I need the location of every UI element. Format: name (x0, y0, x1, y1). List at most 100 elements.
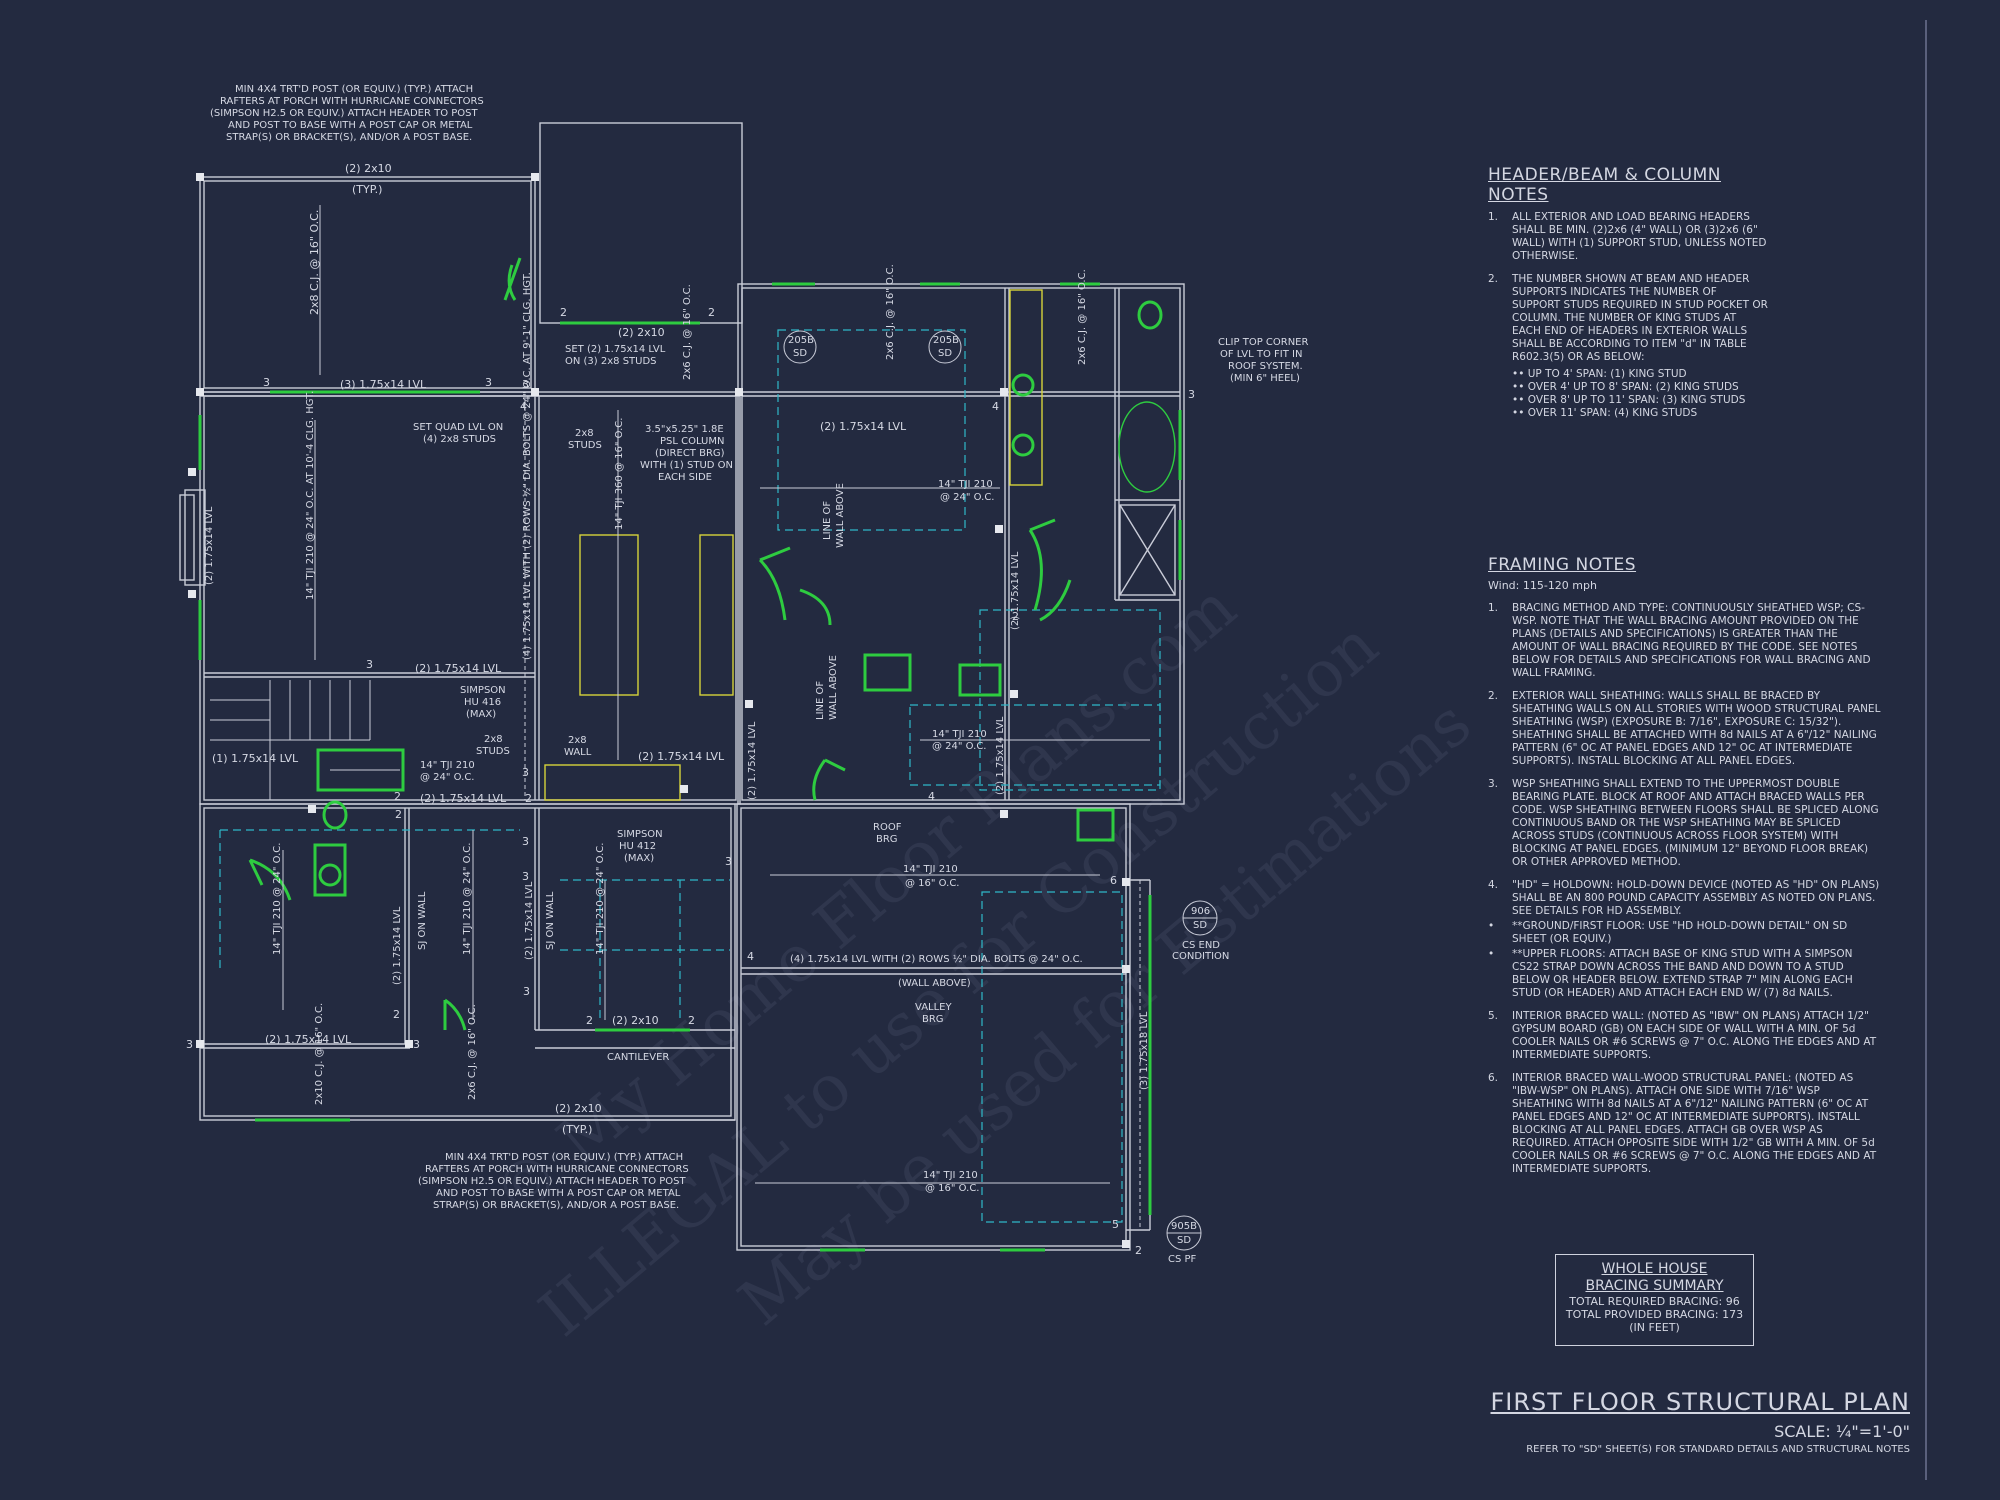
framing-note: 3.WSP SHEATHING SHALL EXTEND TO THE UPPE… (1488, 778, 1879, 868)
porch-post-note-top-4: AND POST TO BASE WITH A POST CAP OR META… (228, 120, 473, 131)
tji-210-bed1: 14" TJI 210 @ 24" O.C. (272, 843, 283, 955)
sd-906-num: 906 (1191, 906, 1210, 917)
stud-count: 2 (708, 306, 715, 319)
lvl-2-upper: (2) 1.75x14 LVL (820, 420, 907, 433)
sd-905b-num: 905B (1171, 1221, 1197, 1232)
stud-count: 5 (1112, 1218, 1119, 1231)
psl-col-5: EACH SIDE (658, 472, 712, 483)
sd-205b-b-num: 205B (933, 335, 959, 346)
simpson-412-3: (MAX) (624, 853, 654, 864)
simpson-412-2: HU 412 (619, 841, 656, 852)
header-2x10-mid: (2) 2x10 (618, 326, 665, 339)
header-notes-title: HEADER/BEAM & COLUMN NOTES (1488, 165, 1721, 205)
sd-205b-a-num: 205B (788, 335, 814, 346)
lvl-2-v1: (2) 1.75x14 LVL (1010, 551, 1021, 630)
clip-top-3: ROOF SYSTEM. (1228, 361, 1303, 372)
studs-2x8-b-2: STUDS (476, 746, 510, 757)
framing-note: 1.BRACING METHOD AND TYPE: CONTINUOUSLY … (1488, 602, 1871, 679)
king-stud-item: OVER 4' UP TO 8' SPAN: (2) KING STUDS (1512, 381, 1768, 394)
fireplace-lvl: (2) 1.75x14 LVL (204, 506, 215, 585)
line-above-2: WALL ABOVE (835, 483, 846, 548)
set-2-lvl-1: SET (2) 1.75x14 LVL (565, 344, 666, 355)
studs-2x8-b-1: 2x8 (484, 734, 503, 745)
stud-count: 3 (186, 1038, 193, 1051)
windows (198, 257, 1182, 1252)
plan-labels: MIN 4X4 TRT'D POST (OR EQUIV.) (TYP.) AT… (186, 84, 1309, 1265)
stud-count: 2 (395, 808, 402, 821)
stud-count: 2 (1135, 1244, 1142, 1257)
dashed-lines (219, 329, 1161, 1223)
tji-210-g2-2: @ 16" O.C. (925, 1183, 980, 1194)
tji-210-great: 14" TJI 210 @ 24" O.C. AT 10'-4 CLG. HGT… (305, 391, 316, 600)
clip-top-2: OF LVL TO FIT IN (1220, 349, 1302, 360)
cantilever: CANTILEVER (607, 1052, 669, 1063)
beams (524, 400, 1141, 1230)
bracing-title-1: WHOLE HOUSE (1601, 1261, 1708, 1277)
lvl-2-bot: (2) 1.75x14 LVL (265, 1033, 352, 1046)
stud-count: 3 (522, 870, 529, 883)
line-above-1: LINE OF (822, 501, 833, 540)
stud-count: 2 (525, 792, 532, 805)
sj-wall-b: SJ ON WALL (545, 891, 556, 950)
stud-count: 4 (747, 950, 754, 963)
sd-205b-a-sd: SD (793, 348, 807, 359)
clip-top-4: (MIN 6" HEEL) (1230, 373, 1300, 384)
psl-col-4: WITH (1) STUD ON (640, 460, 733, 471)
header-note-2: 2.THE NUMBER SHOWN AT BEAM AND HEADER SU… (1488, 273, 1768, 363)
tji-210-bath-1: 14" TJI 210 (420, 760, 475, 771)
cj-2x6-bb: 2x6 C.J. @ 16" O.C. (1077, 269, 1088, 365)
king-stud-item: OVER 8' UP TO 11' SPAN: (3) KING STUDS (1512, 394, 1768, 407)
sd-205b-b-sd: SD (938, 348, 952, 359)
lvl-4-bolts: (4) 1.75x14 LVL WITH (2) ROWS ½" DIA. BO… (790, 953, 1083, 965)
porch-cj: 2x8 C.J. @ 16" O.C. (308, 210, 321, 315)
tji-210-laund-1: 14" TJI 210 (932, 729, 987, 740)
bracing-required: TOTAL REQUIRED BRACING: 96 (1569, 1295, 1740, 1308)
sheet-scale: SCALE: ¼"=1'-0" (1774, 1422, 1910, 1441)
simpson-412-1: SIMPSON (617, 829, 663, 840)
header-beam-notes: HEADER/BEAM & COLUMN NOTES 1.ALL EXTERIO… (1488, 165, 1768, 420)
stud-count: 2 (1012, 610, 1019, 623)
tji-210-garage-1: 14" TJI 210 (903, 864, 958, 875)
stud-count: 3 (522, 766, 529, 779)
typ-top: (TYP.) (352, 183, 382, 196)
simpson-416-1: SIMPSON (460, 685, 506, 696)
psl-col-3: (DIRECT BRG) (655, 448, 725, 459)
stud-count: 3 (522, 378, 529, 391)
bracing-provided: TOTAL PROVIDED BRACING: 173 (1565, 1308, 1744, 1321)
set-2-lvl-2: ON (3) 2x8 STUDS (565, 356, 657, 367)
cj-2x6-bot: 2x6 C.J. @ 16" O.C. (467, 1004, 478, 1100)
tji-210-g2-1: 14" TJI 210 (923, 1170, 978, 1181)
king-stud-list: UP TO 4' SPAN: (1) KING STUD OVER 4' UP … (1512, 368, 1768, 420)
tji-210-laund-2: @ 24" O.C. (932, 741, 987, 752)
tji-360: 14" TJI 360 @ 16" O.C. (614, 418, 625, 530)
set-quad-2: (4) 2x8 STUDS (423, 434, 496, 445)
set-quad-1: SET QUAD LVL ON (413, 422, 503, 433)
wall-2x8-2: WALL (564, 747, 592, 758)
stud-count: 4 (992, 400, 999, 413)
lvl-2-v4: (2) 1.75x14 LVL (524, 881, 535, 960)
psl-col-1: 3.5"x5.25" 1.8E (645, 424, 724, 435)
clip-top-1: CLIP TOP CORNER (1218, 337, 1309, 348)
bracing-title-2: BRACING SUMMARY (1585, 1278, 1724, 1294)
lvl-2-bath: (2) 1.75x14 LVL (420, 792, 507, 805)
porch-post-note-bot-4: AND POST TO BASE WITH A POST CAP OR META… (436, 1188, 681, 1199)
tji-210-garage-2: @ 16" O.C. (905, 878, 960, 889)
header-2x10-bot: (2) 2x10 (612, 1014, 659, 1027)
stud-count: 2 (586, 1014, 593, 1027)
porch-post-note-top-3: (SIMPSON H2.5 OR EQUIV.) ATTACH HEADER T… (210, 108, 479, 119)
simpson-416-3: (MAX) (466, 709, 496, 720)
king-stud-item: UP TO 4' SPAN: (1) KING STUD (1512, 368, 1768, 381)
king-stud-item: OVER 11' SPAN: (4) KING STUDS (1512, 407, 1768, 420)
lvl-2-v3: (2) 1.75x14 LVL (747, 721, 758, 800)
tji-210-mid-2: @ 24" O.C. (940, 492, 995, 503)
stud-count: 3 (413, 1038, 420, 1051)
porch-post-note-top-1: MIN 4X4 TRT'D POST (OR EQUIV.) (TYP.) AT… (235, 84, 473, 95)
tji-210-bath-2: @ 24" O.C. (420, 772, 475, 783)
sheet-reference: REFER TO "SD" SHEET(S) FOR STANDARD DETA… (1526, 1444, 1910, 1455)
cs-end-1: CS END (1182, 940, 1220, 951)
lvl-3-top: (3) 1.75x14 LVL (340, 378, 427, 391)
stud-count: 2 (560, 306, 567, 319)
lvl-2-stair: (2) 1.75x14 LVL (415, 662, 502, 675)
porch-post-note-bot-5: STRAP(S) OR BRACKET(S), AND/OR A POST BA… (433, 1200, 679, 1211)
